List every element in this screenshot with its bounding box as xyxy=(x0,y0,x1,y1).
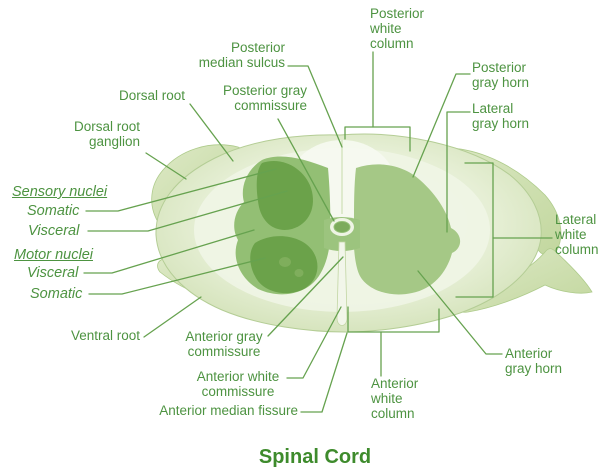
label-posterior-white-column: Posterior white column xyxy=(370,6,425,51)
leader-anterior-gray-horn xyxy=(417,270,503,355)
label-posterior-gray-commissure: Posterior gray commissure xyxy=(222,83,307,113)
motor-nucleus-detail xyxy=(294,269,304,277)
label-dorsal-root: Dorsal root xyxy=(118,88,185,103)
label-anterior-white-column: Anterior white column xyxy=(371,376,419,421)
label-motor-nuclei: Motor nuclei xyxy=(14,247,93,263)
label-sensory-somatic: Somatic xyxy=(27,203,80,219)
motor-nucleus-detail xyxy=(279,257,291,267)
label-motor-somatic: Somatic xyxy=(30,286,83,302)
leader-anterior-white-commissure xyxy=(286,306,342,379)
label-posterior-median-sulcus: Posterior median sulcus xyxy=(198,40,285,70)
label-sensory-nuclei: Sensory nuclei xyxy=(12,184,108,200)
label-ventral-root: Ventral root xyxy=(70,328,140,343)
label-sensory-visceral: Visceral xyxy=(28,223,80,239)
leader-ventral-root xyxy=(143,296,202,338)
leader-lateral-gray-horn xyxy=(446,111,471,233)
diagram-title: Spinal Cord xyxy=(258,446,372,468)
label-anterior-white-commissure: Anterior white commissure xyxy=(196,369,280,399)
leader-anterior-median-fissure xyxy=(300,332,348,413)
bracket-posterior-white-column xyxy=(344,126,411,152)
leader-posterior-gray-horn xyxy=(412,73,471,178)
leader-posterior-gray-commissure xyxy=(277,118,335,222)
label-lateral-gray-horn: Lateral gray horn xyxy=(472,101,530,131)
central-canal xyxy=(333,221,351,233)
bracket-lateral-white-column xyxy=(455,162,494,298)
leader-posterior-median-sulcus xyxy=(287,65,343,148)
label-anterior-median-fissure: Anterior median fissure xyxy=(159,403,298,418)
label-anterior-gray-commissure: Anterior gray commissure xyxy=(185,329,263,359)
anterior-median-fissure-groove xyxy=(336,241,348,326)
label-lateral-white-column: Lateral white column xyxy=(555,212,599,257)
leader-motor-somatic xyxy=(88,257,266,295)
label-motor-visceral: Visceral xyxy=(27,265,79,281)
sensory-nucleus-region xyxy=(256,160,313,230)
gray-matter-right xyxy=(353,164,461,295)
leader-dorsal-root-ganglion xyxy=(145,152,187,180)
leader-motor-visceral xyxy=(83,229,255,274)
leader-sensory-visceral xyxy=(87,190,288,232)
leader-dorsal-root xyxy=(189,103,234,162)
leader-sensory-somatic xyxy=(85,168,277,212)
label-posterior-gray-horn: Posterior gray horn xyxy=(472,60,530,90)
label-anterior-gray-horn: Anterior gray horn xyxy=(505,346,563,376)
bracket-anterior-white-column xyxy=(347,306,440,333)
label-dorsal-root-ganglion: Dorsal root ganglion xyxy=(73,119,140,149)
leader-anterior-gray-commissure xyxy=(267,256,344,337)
